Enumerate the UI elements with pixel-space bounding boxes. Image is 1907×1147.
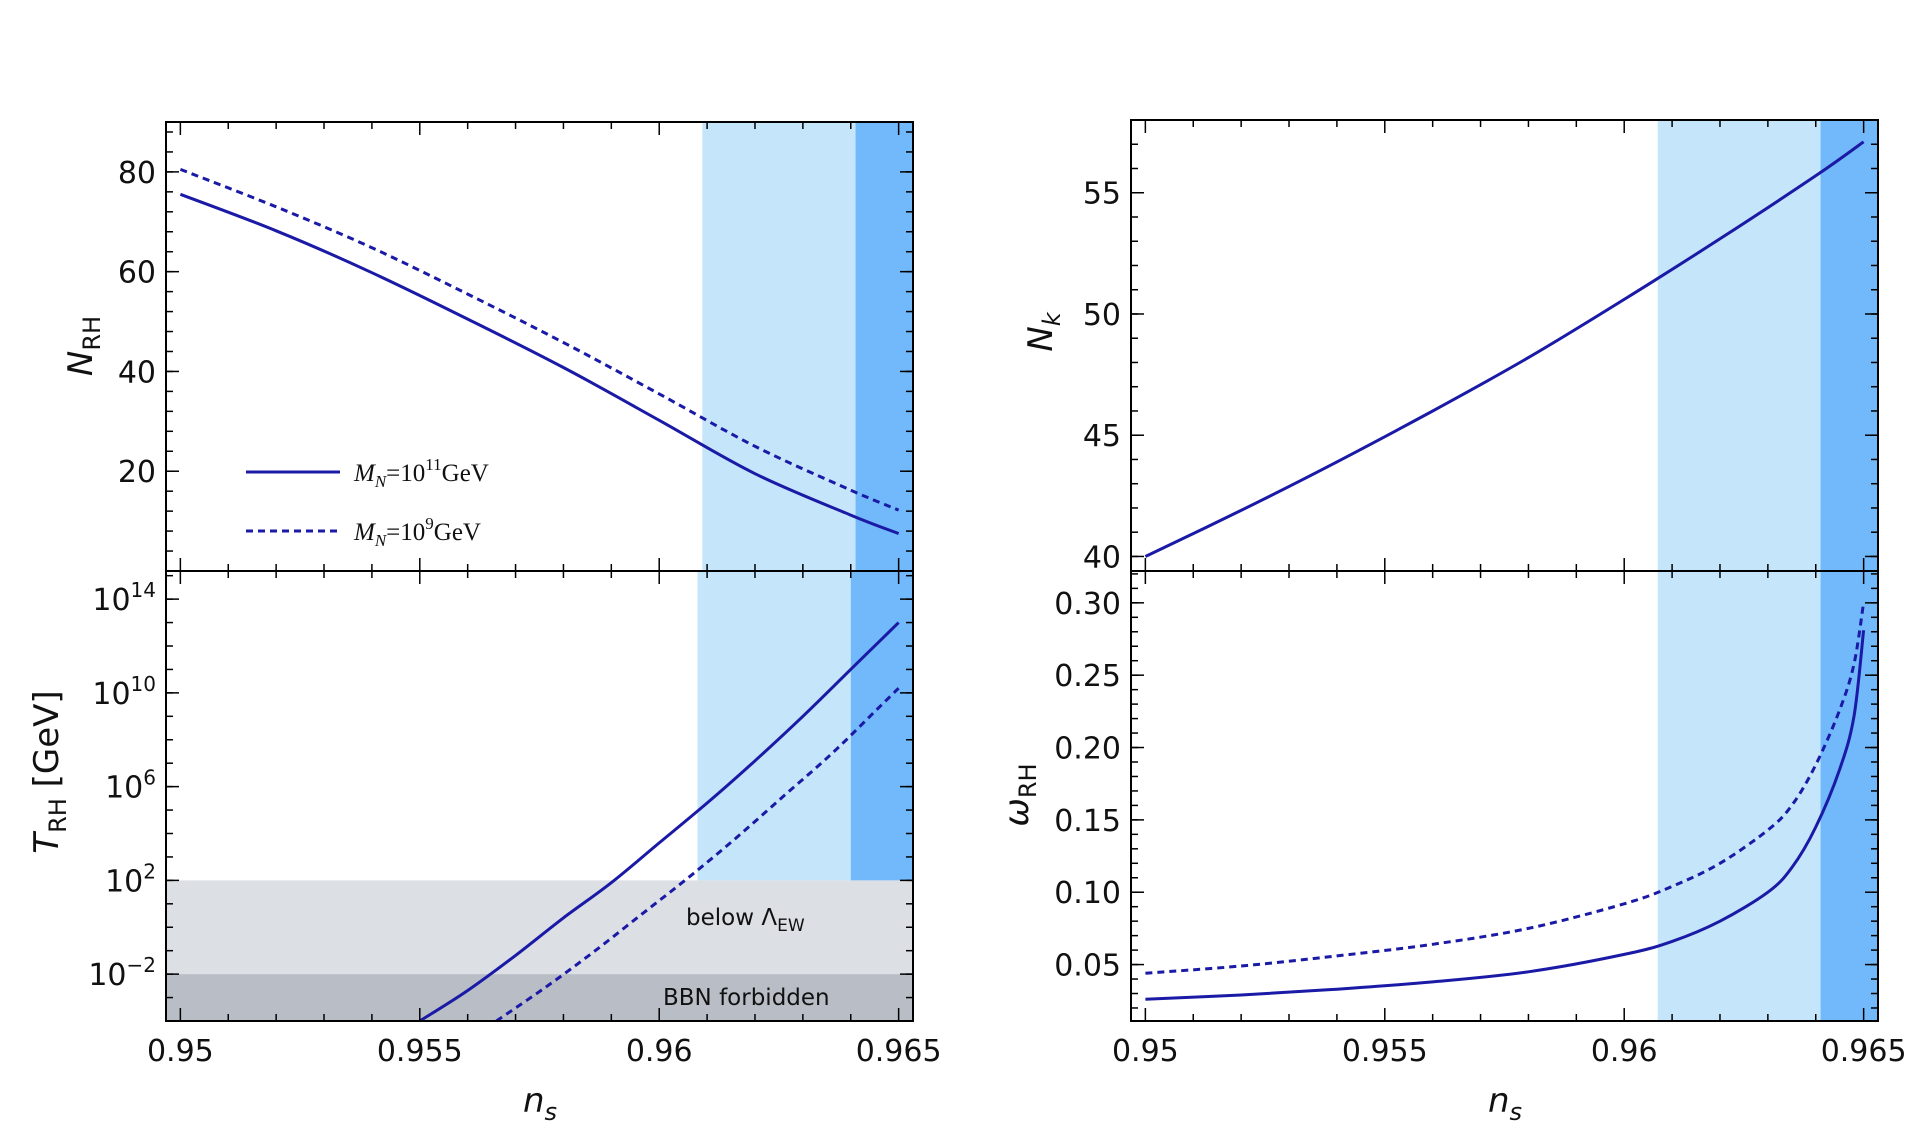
- y-tick-label: 45: [1083, 419, 1121, 454]
- band-light-wrh: [1657, 571, 1821, 1021]
- panel-nrh: 20 40 60 80 NRH MN=1011GeV MN=109GeV: [61, 121, 914, 572]
- x-tick-label: 0.965: [856, 1034, 942, 1069]
- y-tick-label: 0.30: [1054, 587, 1121, 622]
- trh-axis-title: TRH [GeV]: [27, 690, 72, 853]
- y-tick-label: 0.25: [1054, 659, 1121, 694]
- y-tick-label: 10−2: [88, 953, 156, 993]
- y-tick-label: 40: [1083, 540, 1121, 575]
- y-tick-label: 0.05: [1054, 949, 1121, 984]
- x-tick-label: 0.95: [1112, 1034, 1179, 1069]
- y-tick-label: 102: [105, 859, 156, 899]
- band-light-nrh: [702, 122, 856, 571]
- bands-wrh: [1657, 571, 1878, 1021]
- y-tick-label: 40: [118, 355, 156, 390]
- x-tick-label: 0.955: [1342, 1034, 1428, 1069]
- frame-trh: [165, 570, 914, 1022]
- x-tick-label: 0.96: [626, 1034, 693, 1069]
- y-tick-label: 20: [118, 455, 156, 490]
- y-tick-label: 1010: [92, 672, 156, 712]
- x-tick-label: 0.96: [1591, 1034, 1658, 1069]
- wrh-axis-title: ωRH: [997, 763, 1042, 826]
- bbn-label: BBN forbidden: [663, 985, 830, 1011]
- x-tick-label: 0.955: [377, 1034, 463, 1069]
- ticks-trh: 0.95 0.955 0.96 0.965 10−2 102 106 1010 1014: [88, 571, 942, 1069]
- below-ew-label: below ΛEW: [686, 905, 805, 936]
- ticks-nk: 40 45 50 55: [1083, 119, 1878, 575]
- x-tick-label: 0.965: [1821, 1034, 1907, 1069]
- band-light-trh: [697, 571, 851, 881]
- region-bbn: [166, 974, 913, 1021]
- bands-nrh: [702, 122, 913, 571]
- panel-nk: 40 45 50 55 Nk: [1021, 119, 1879, 575]
- y-tick-label: 80: [118, 156, 156, 191]
- x-tick-label: 0.95: [147, 1034, 214, 1069]
- region-below-ew: [166, 880, 913, 975]
- y-tick-label: 0.20: [1054, 732, 1121, 767]
- ticks-wrh: 0.95 0.955 0.96 0.965 0.05 0.10 0.15 0.20 0.25 0.…: [1054, 571, 1907, 1069]
- curve-trh-dashed: [495, 687, 900, 1023]
- series-trh: [418, 621, 900, 1023]
- bands-nk: [1657, 120, 1878, 571]
- legend: MN=1011GeV MN=109GeV: [246, 455, 489, 550]
- y-tick-label: 106: [105, 766, 156, 806]
- ticks-nrh: 20 40 60 80: [118, 122, 913, 572]
- curve-trh-solid: [418, 621, 900, 1023]
- right-x-axis-title: ns: [1488, 1081, 1522, 1126]
- curve-nk-solid: [1144, 140, 1865, 558]
- band-dark-nk: [1820, 120, 1878, 571]
- regions-trh: [166, 880, 913, 1021]
- y-tick-label: 50: [1083, 298, 1121, 333]
- nrh-axis-title: NRH: [61, 316, 106, 376]
- legend-solid-label: MN=1011GeV: [353, 455, 489, 491]
- y-tick-label: 60: [118, 256, 156, 291]
- panel-wrh: 0.95 0.955 0.96 0.965 0.05 0.10 0.15 0.20 0.25 0.…: [997, 570, 1907, 1126]
- band-light-nk: [1657, 120, 1821, 571]
- band-dark-nrh: [855, 122, 913, 571]
- curve-nrh-solid: [179, 192, 900, 535]
- panel-trh: 0.95 0.955 0.96 0.965 10−2 102 106 1010 1014 bel…: [27, 570, 942, 1126]
- bands-trh: [697, 571, 913, 881]
- series-wrh: [1145, 602, 1866, 1001]
- y-tick-label: 55: [1083, 177, 1121, 212]
- left-x-axis-title: ns: [523, 1081, 557, 1126]
- series-nk: [1144, 140, 1865, 558]
- y-tick-label: 0.15: [1054, 804, 1121, 839]
- y-tick-label: 0.10: [1054, 876, 1121, 911]
- legend-dashed-label: MN=109GeV: [353, 514, 481, 550]
- curve-wrh-dashed: [1145, 602, 1866, 975]
- y-tick-label: 1014: [92, 578, 156, 618]
- series-nrh: [179, 168, 900, 535]
- nk-axis-title: Nk: [1021, 311, 1066, 351]
- curve-wrh-solid: [1145, 630, 1866, 1001]
- frame-wrh: [1130, 570, 1879, 1022]
